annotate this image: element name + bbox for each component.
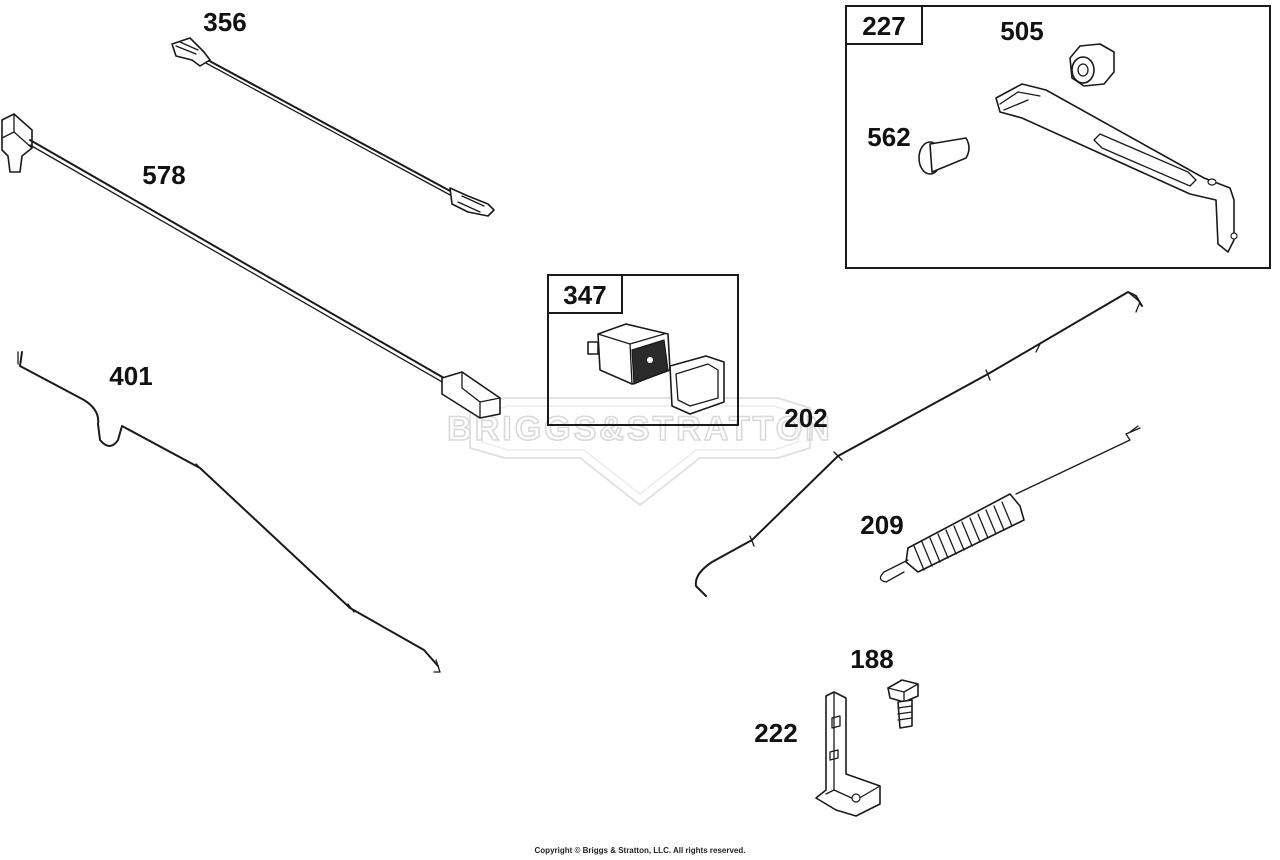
part-505-spacer[interactable] xyxy=(1069,43,1115,87)
part-562-pin[interactable] xyxy=(918,137,970,175)
label-222: 222 xyxy=(754,718,797,748)
part-227-lever[interactable] xyxy=(995,83,1238,253)
part-188-bolt[interactable] xyxy=(887,679,919,729)
part-356-wire[interactable] xyxy=(171,37,495,217)
part-222-bracket[interactable] xyxy=(815,691,881,817)
part-347-switch[interactable] xyxy=(587,323,725,415)
label-356: 356 xyxy=(203,7,246,37)
label-188: 188 xyxy=(850,644,893,674)
box-347-label: 347 xyxy=(563,280,606,310)
part-401-rod[interactable] xyxy=(17,351,441,673)
spring-coils xyxy=(913,501,1013,571)
label-202: 202 xyxy=(784,403,827,433)
box-347: 347 xyxy=(547,274,739,426)
watermark-logo: BRIGGS&STRATTON xyxy=(446,397,833,507)
part-578-cable[interactable] xyxy=(1,113,501,419)
label-562: 562 xyxy=(867,122,910,152)
label-578: 578 xyxy=(142,160,185,190)
part-209-spring[interactable] xyxy=(879,425,1141,583)
part-labels: 356 578 401 505 562 202 209 188 222 xyxy=(109,7,1043,748)
copyright-text: Copyright © Briggs & Stratton, LLC. All … xyxy=(534,846,746,855)
label-401: 401 xyxy=(109,361,152,391)
box-227: 227 xyxy=(845,5,1271,269)
label-209: 209 xyxy=(860,510,903,540)
watermark-text: BRIGGS&STRATTON xyxy=(447,410,833,448)
label-505: 505 xyxy=(1000,16,1043,46)
part-202-rod[interactable] xyxy=(694,291,1143,597)
box-227-label: 227 xyxy=(862,11,905,41)
